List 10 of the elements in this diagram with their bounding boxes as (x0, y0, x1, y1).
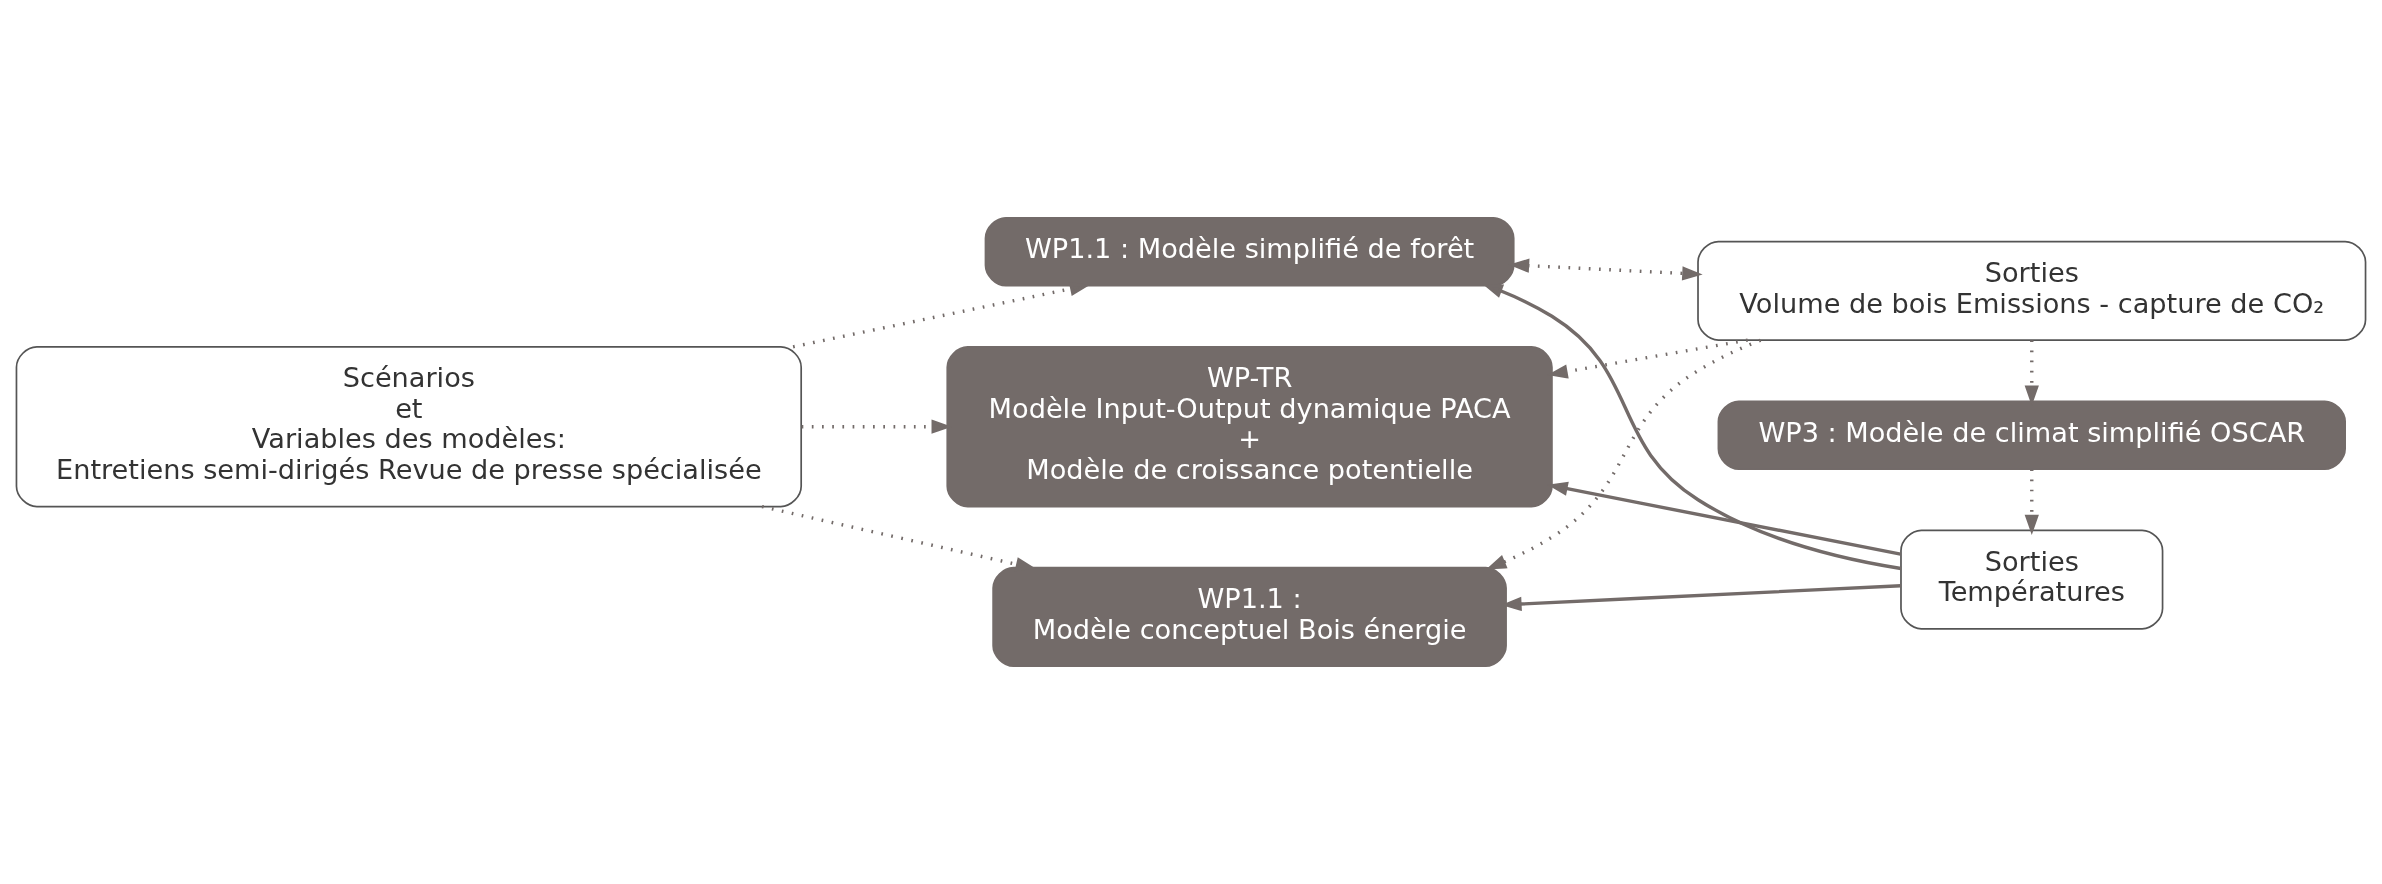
node-box: Sorties Températures (1900, 529, 2164, 630)
arrow (1485, 338, 1762, 570)
arrow (1482, 283, 1902, 571)
node-box: WP1.1 : Modèle conceptuel Bois énergie (992, 566, 1507, 668)
node-box: Scénarios et Variables des modèles: Entretiens semi-dirigés Revue de presse spécialisée (15, 346, 803, 508)
node-box: WP3 : Modèle de climat simplifié OSCAR (1717, 400, 2346, 471)
node-box: Sorties Volume de bois Emissions - capture de CO₂ (1697, 240, 2367, 341)
arrow (2024, 469, 2039, 536)
node-box: WP-TR Modèle Input-Output dynamique PACA + Modèle de croissance potentielle (946, 346, 1553, 508)
node-box: WP1.1 : Modèle simplifié de forêt (984, 216, 1515, 287)
